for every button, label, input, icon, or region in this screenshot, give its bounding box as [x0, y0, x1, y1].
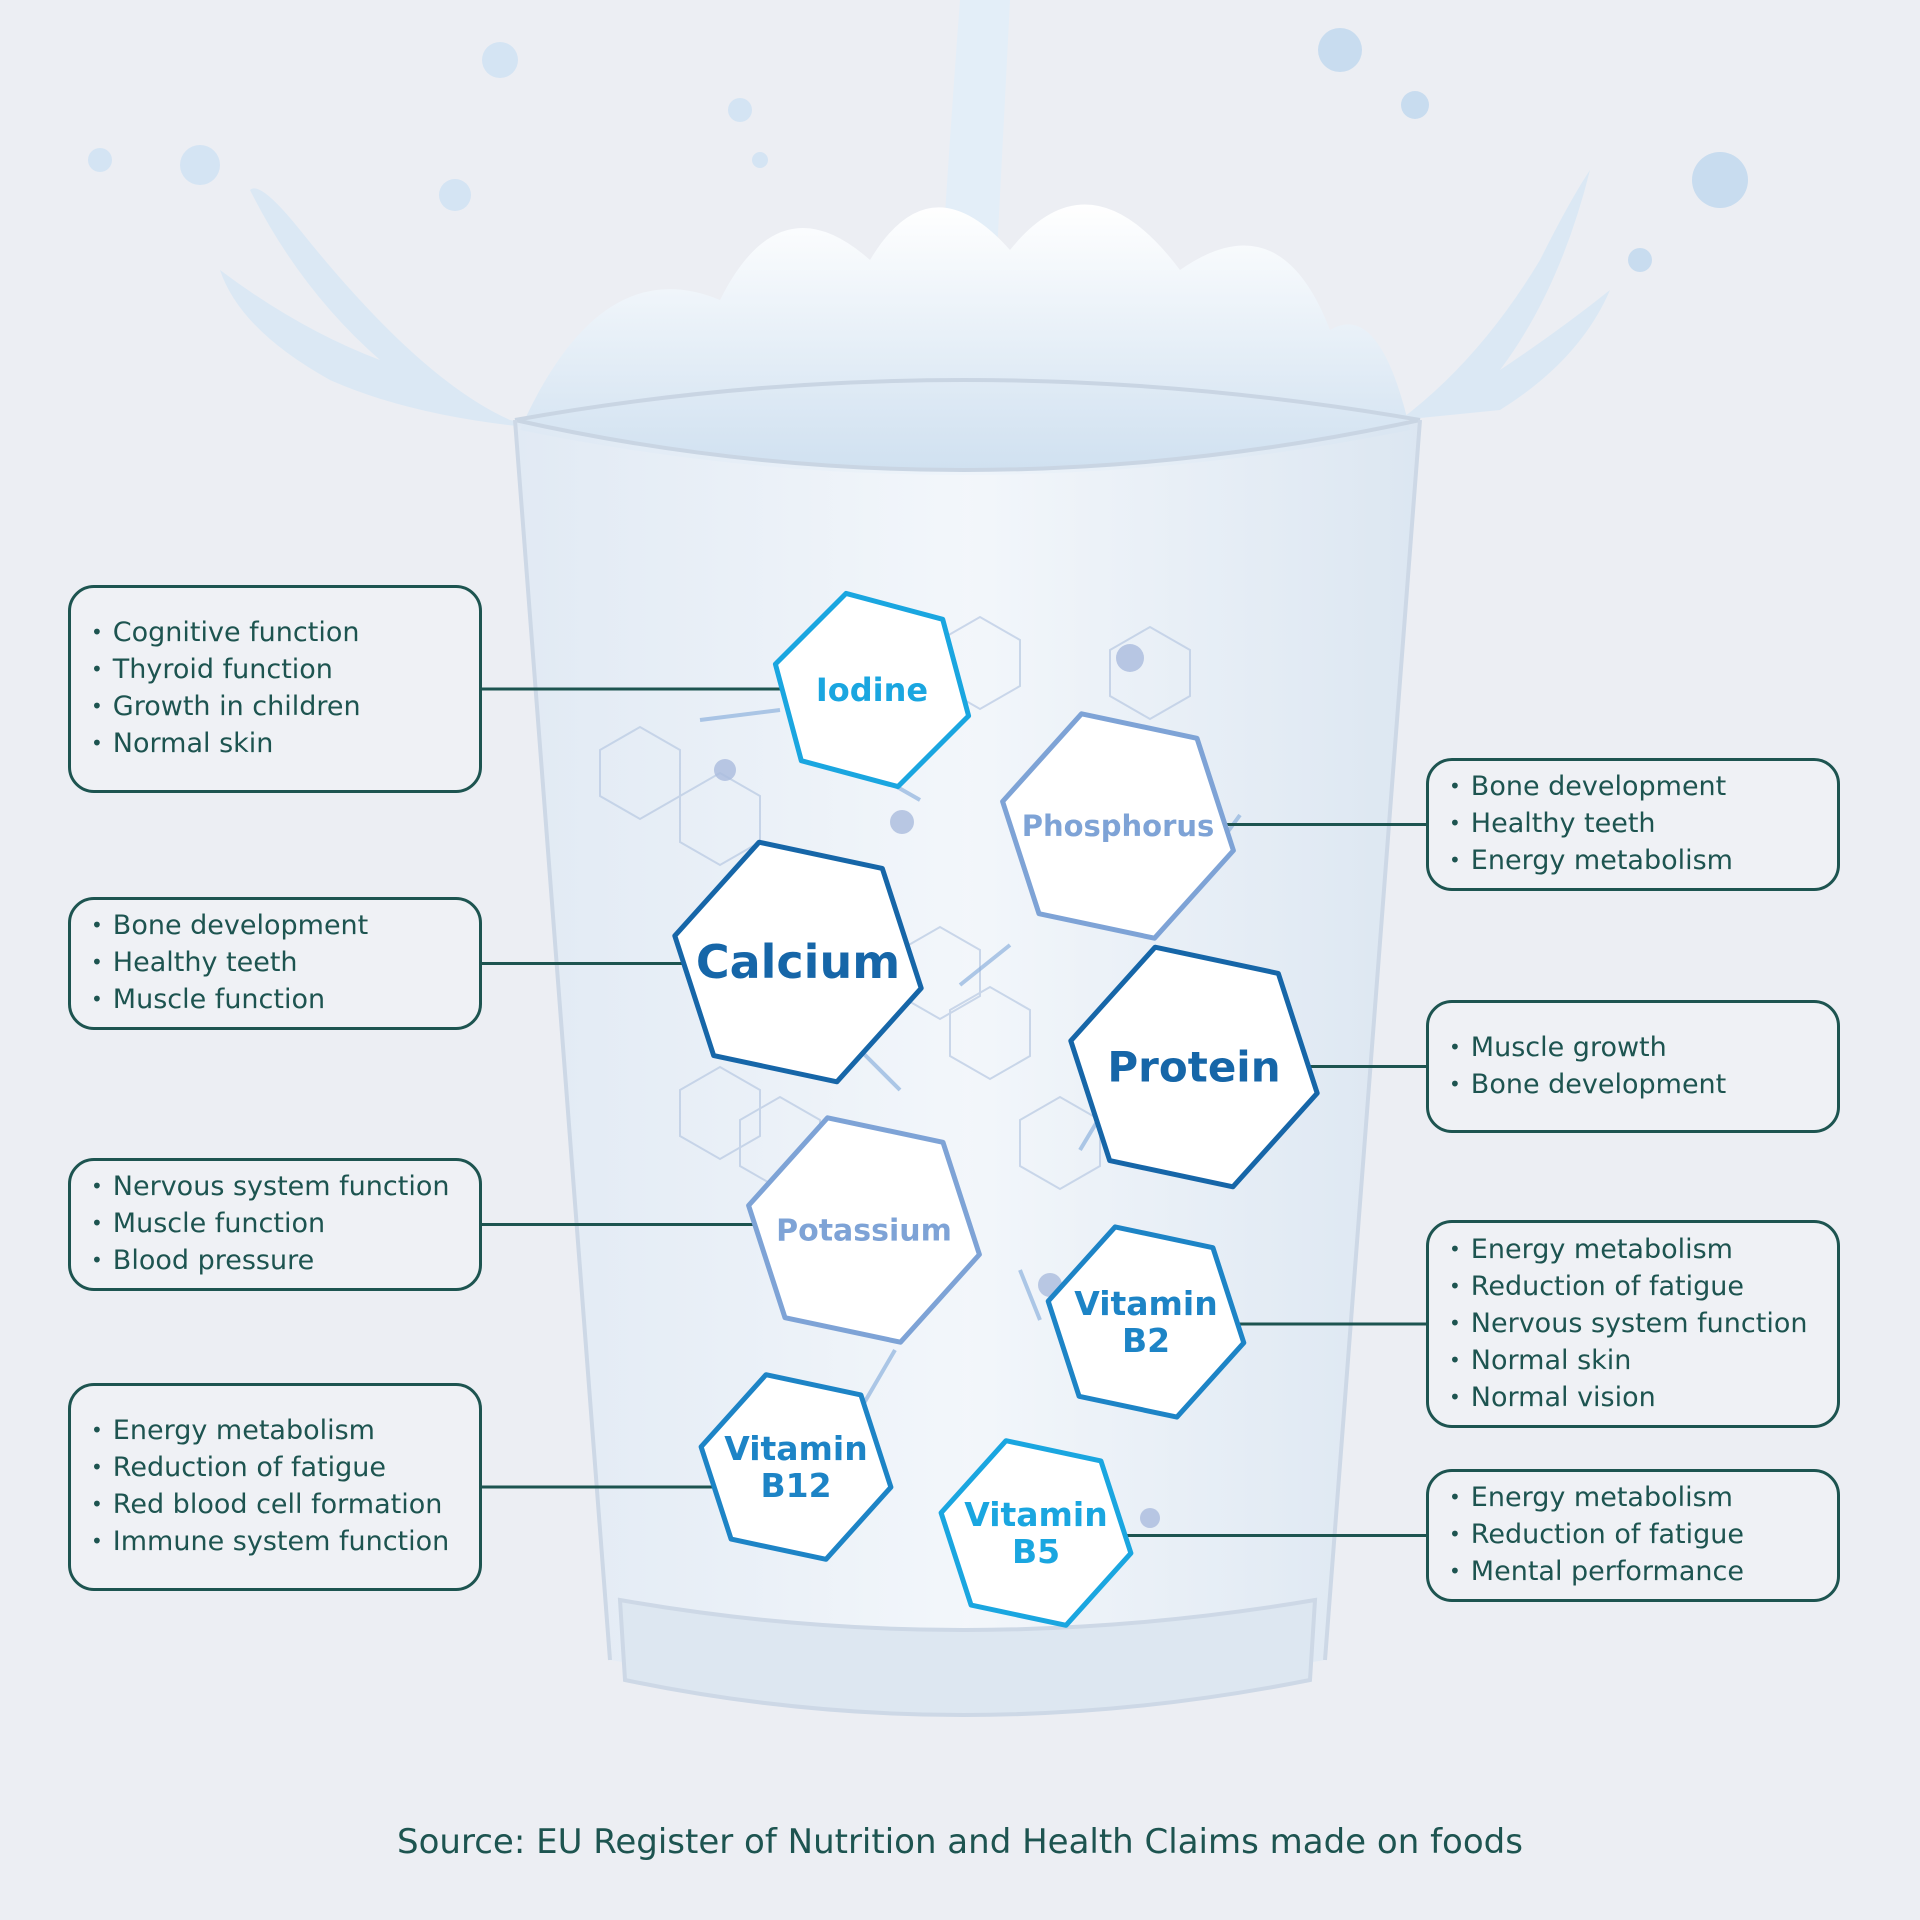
claim-item: Nervous system function	[91, 1169, 450, 1206]
hexagon-calcium: Calcium	[672, 839, 924, 1085]
hexagon-shape-vitamin-b5	[938, 1438, 1134, 1628]
hexagon-label-iodine: Iodine	[816, 671, 928, 709]
hexagon-label-vitamin-b2: Vitamin	[1074, 1284, 1218, 1323]
claim-item: Immune system function	[91, 1524, 449, 1561]
hexagon-shape-vitamin-b2	[1045, 1224, 1247, 1420]
hexagon-label-vitamin-b2: B2	[1122, 1321, 1170, 1360]
claim-item: Energy metabolism	[1449, 1480, 1744, 1517]
claim-item: Nervous system function	[1449, 1306, 1808, 1343]
claims-box-phosphorus: Bone developmentHealthy teethEnergy meta…	[1426, 758, 1840, 891]
hexagon-iodine: Iodine	[772, 590, 972, 790]
connector-lines	[482, 687, 1426, 1537]
claims-list: Nervous system functionMuscle functionBl…	[91, 1169, 450, 1280]
claims-list: Muscle growthBone development	[1449, 1030, 1726, 1104]
hexagon-label-vitamin-b5: B5	[1012, 1532, 1060, 1571]
claims-list: Energy metabolismReduction of fatigueRed…	[91, 1413, 449, 1561]
hexagon-shape-calcium	[672, 839, 924, 1085]
claim-item: Normal skin	[91, 726, 361, 763]
claims-list: Bone developmentHealthy teethEnergy meta…	[1449, 769, 1733, 880]
claim-item: Thyroid function	[91, 652, 361, 689]
hexagon-shape-potassium	[746, 1115, 982, 1345]
claim-item: Muscle function	[91, 982, 368, 1019]
hexagon-label-vitamin-b12: Vitamin	[724, 1429, 868, 1468]
hexagon-label-vitamin-b12: B12	[760, 1466, 831, 1505]
claim-item: Energy metabolism	[1449, 843, 1733, 880]
claim-item: Normal vision	[1449, 1380, 1807, 1417]
claim-item: Bone development	[1449, 1067, 1726, 1104]
claims-list: Energy metabolismReduction of fatigueMen…	[1449, 1480, 1744, 1591]
claim-item: Growth in children	[91, 689, 361, 726]
claims-box-potassium: Nervous system functionMuscle functionBl…	[68, 1158, 482, 1291]
claim-item: Mental performance	[1449, 1554, 1744, 1591]
hexagon-potassium: Potassium	[746, 1115, 982, 1345]
claim-item: Reduction of fatigue	[1449, 1269, 1807, 1306]
claim-item: Energy metabolism	[91, 1413, 449, 1450]
hexagon-shape-iodine	[772, 590, 972, 790]
hexagon-label-calcium: Calcium	[696, 935, 900, 989]
claim-item: Energy metabolism	[1449, 1232, 1807, 1269]
claims-list: Cognitive functionThyroid functionGrowth…	[91, 615, 361, 763]
claim-item: Cognitive function	[91, 615, 361, 652]
claim-item: Reduction of fatigue	[1449, 1517, 1744, 1554]
hexagon-label-protein: Protein	[1107, 1043, 1280, 1092]
claims-box-vitamin-b12: Energy metabolismReduction of fatigueRed…	[68, 1383, 482, 1591]
claims-box-calcium: Bone developmentHealthy teethMuscle func…	[68, 897, 482, 1030]
claims-box-protein: Muscle growthBone development	[1426, 1000, 1840, 1133]
hexagon-shape-phosphorus	[1000, 711, 1236, 941]
claim-item: Muscle function	[91, 1206, 449, 1243]
claim-item: Bone development	[91, 908, 368, 945]
claim-item: Bone development	[1449, 769, 1733, 806]
hexagon-phosphorus: Phosphorus	[1000, 711, 1236, 941]
hexagon-label-phosphorus: Phosphorus	[1022, 809, 1215, 843]
claim-item: Reduction of fatigue	[91, 1450, 449, 1487]
hexagon-label-vitamin-b5: Vitamin	[964, 1495, 1108, 1534]
hexagon-label-potassium: Potassium	[776, 1214, 952, 1249]
hexagon-protein: Protein	[1068, 944, 1320, 1190]
milk-splash	[88, 0, 1748, 475]
hexagon-shape-protein	[1068, 944, 1320, 1190]
claim-item: Normal skin	[1449, 1343, 1807, 1380]
claims-box-vitamin-b2: Energy metabolismReduction of fatigueNer…	[1426, 1220, 1840, 1428]
claim-item: Muscle growth	[1449, 1030, 1726, 1067]
claim-item: Healthy teeth	[1449, 806, 1733, 843]
claims-list: Bone developmentHealthy teethMuscle func…	[91, 908, 368, 1019]
source-note: Source: EU Register of Nutrition and Hea…	[397, 1822, 1523, 1862]
claims-box-vitamin-b5: Energy metabolismReduction of fatigueMen…	[1426, 1469, 1840, 1602]
claims-box-iodine: Cognitive functionThyroid functionGrowth…	[68, 585, 482, 793]
claims-list: Energy metabolismReduction of fatigueNer…	[1449, 1232, 1808, 1417]
claim-item: Blood pressure	[91, 1243, 449, 1280]
nutrient-hexagons: IodinePhosphorusCalciumProteinPotassiumV…	[672, 590, 1320, 1628]
claim-item: Healthy teeth	[91, 945, 368, 982]
hexagon-shape-vitamin-b12	[698, 1372, 894, 1562]
claim-item: Red blood cell formation	[91, 1487, 449, 1524]
